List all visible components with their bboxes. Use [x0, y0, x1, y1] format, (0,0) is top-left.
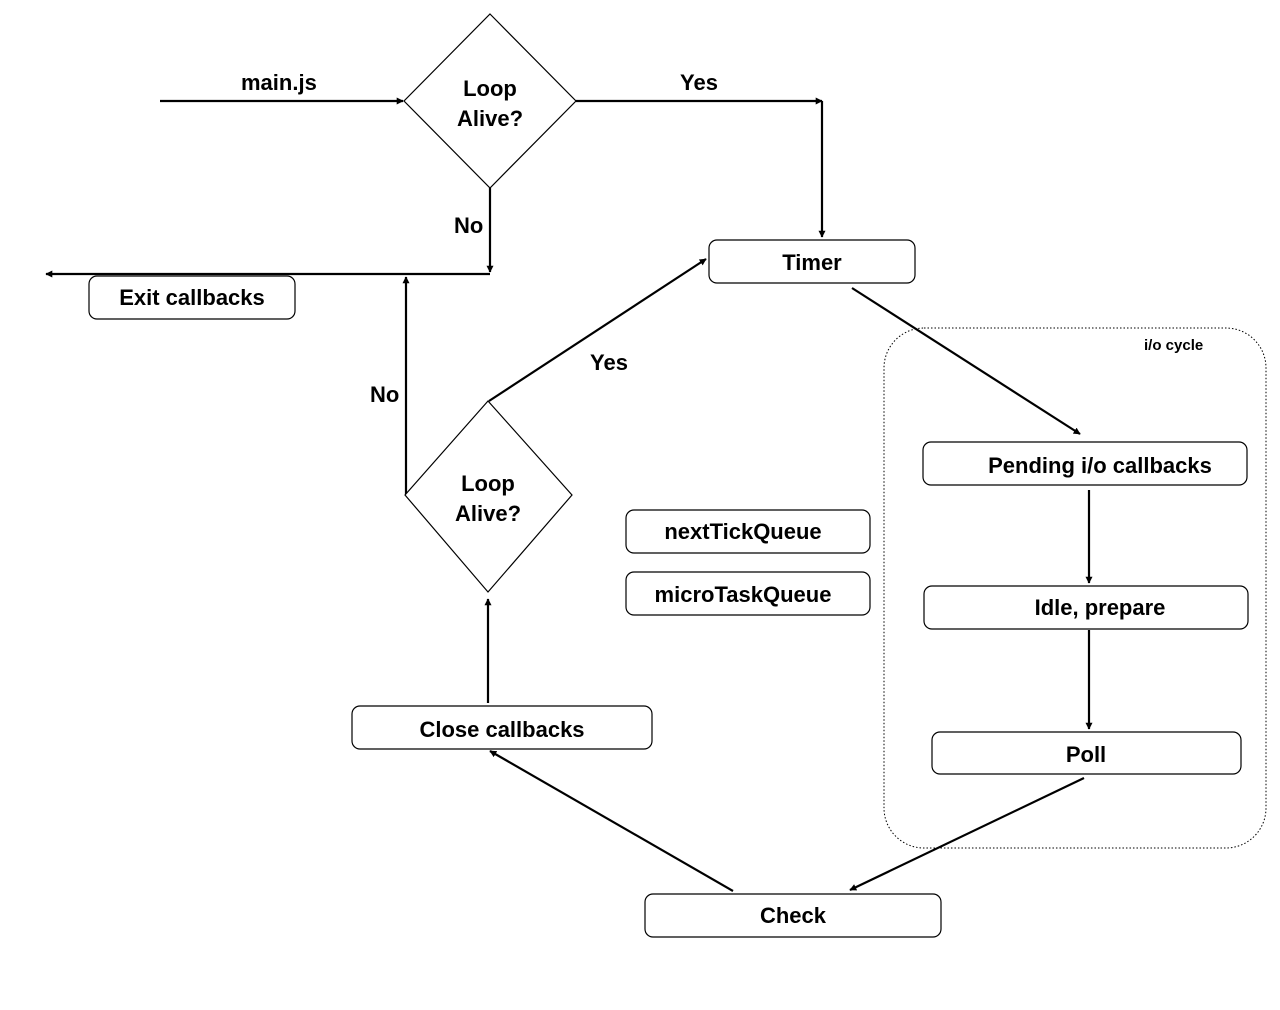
io-cycle-label: i/o cycle: [1144, 337, 1203, 354]
check-box: [644, 893, 942, 938]
timer-label: Timer: [782, 250, 842, 275]
main-js-label: main.js: [241, 70, 317, 95]
edge-check-to-close: [489, 750, 734, 892]
micro-task-queue-label: microTaskQueue: [655, 582, 832, 607]
micro-task-queue-box: [625, 571, 871, 616]
no-left-label: No: [370, 382, 399, 407]
loop-alive-bottom-line1: Loop: [461, 471, 515, 496]
exit-callbacks-box: [88, 275, 296, 320]
loop-alive-bottom-line2: Alive?: [455, 501, 521, 526]
yes-mid-label: Yes: [590, 350, 628, 375]
no-top-label: No: [454, 213, 483, 238]
edge-timer-to-pending: [851, 287, 1081, 435]
close-callbacks-box: [351, 705, 653, 750]
next-tick-queue-label: nextTickQueue: [664, 519, 821, 544]
edge-poll-to-check: [849, 777, 1085, 891]
loop-alive-decision-bottom: [404, 400, 573, 593]
yes-top-label: Yes: [680, 70, 718, 95]
io-cycle-group: [883, 327, 1267, 849]
idle-prepare-box: [923, 585, 1249, 630]
edge-yes-to-timer-diag: [488, 258, 707, 402]
poll-label: Poll: [1066, 742, 1106, 767]
loop-alive-decision-top: [403, 13, 577, 189]
pending-io-box: [922, 441, 1248, 486]
poll-box: [931, 731, 1242, 775]
loop-alive-top-line1: Loop: [463, 76, 517, 101]
timer-box: [708, 239, 916, 284]
exit-callbacks-label: Exit callbacks: [119, 285, 265, 310]
next-tick-queue-box: [625, 509, 871, 554]
close-callbacks-label: Close callbacks: [419, 717, 584, 742]
pending-io-label: Pending i/o callbacks: [988, 453, 1212, 478]
check-label: Check: [760, 903, 827, 928]
loop-alive-top-line2: Alive?: [457, 106, 523, 131]
idle-prepare-label: Idle, prepare: [1035, 595, 1166, 620]
